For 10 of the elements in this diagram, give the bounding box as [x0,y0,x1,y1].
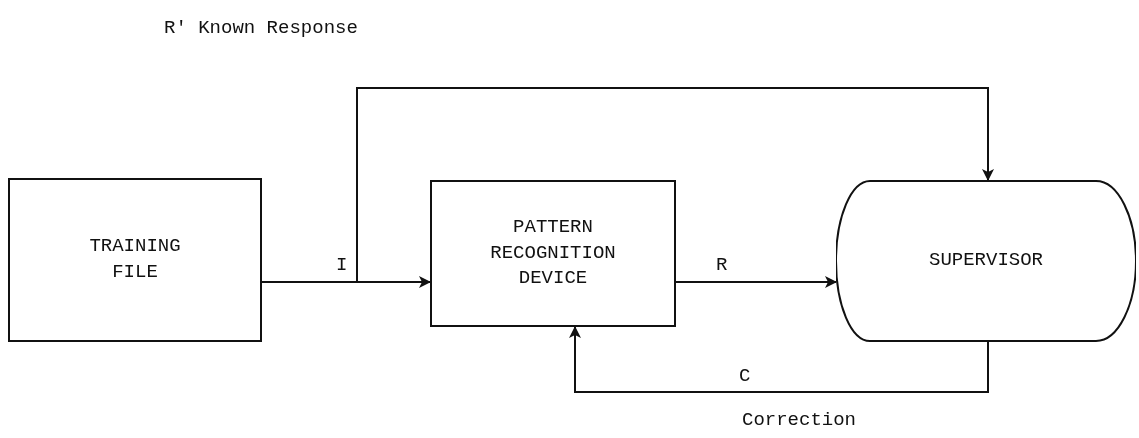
arrow [675,276,837,288]
arrow [569,326,989,393]
node-label: SUPERVISOR [929,248,1043,274]
process-box [430,180,676,327]
process-box [8,178,262,342]
terminal-shape [836,180,1136,342]
node-label: PATTERN RECOGNITION DEVICE [489,215,617,292]
node-label: TRAINING FILE [88,234,182,285]
edge-label: R' Known Response [162,18,360,39]
arrow [261,87,994,283]
